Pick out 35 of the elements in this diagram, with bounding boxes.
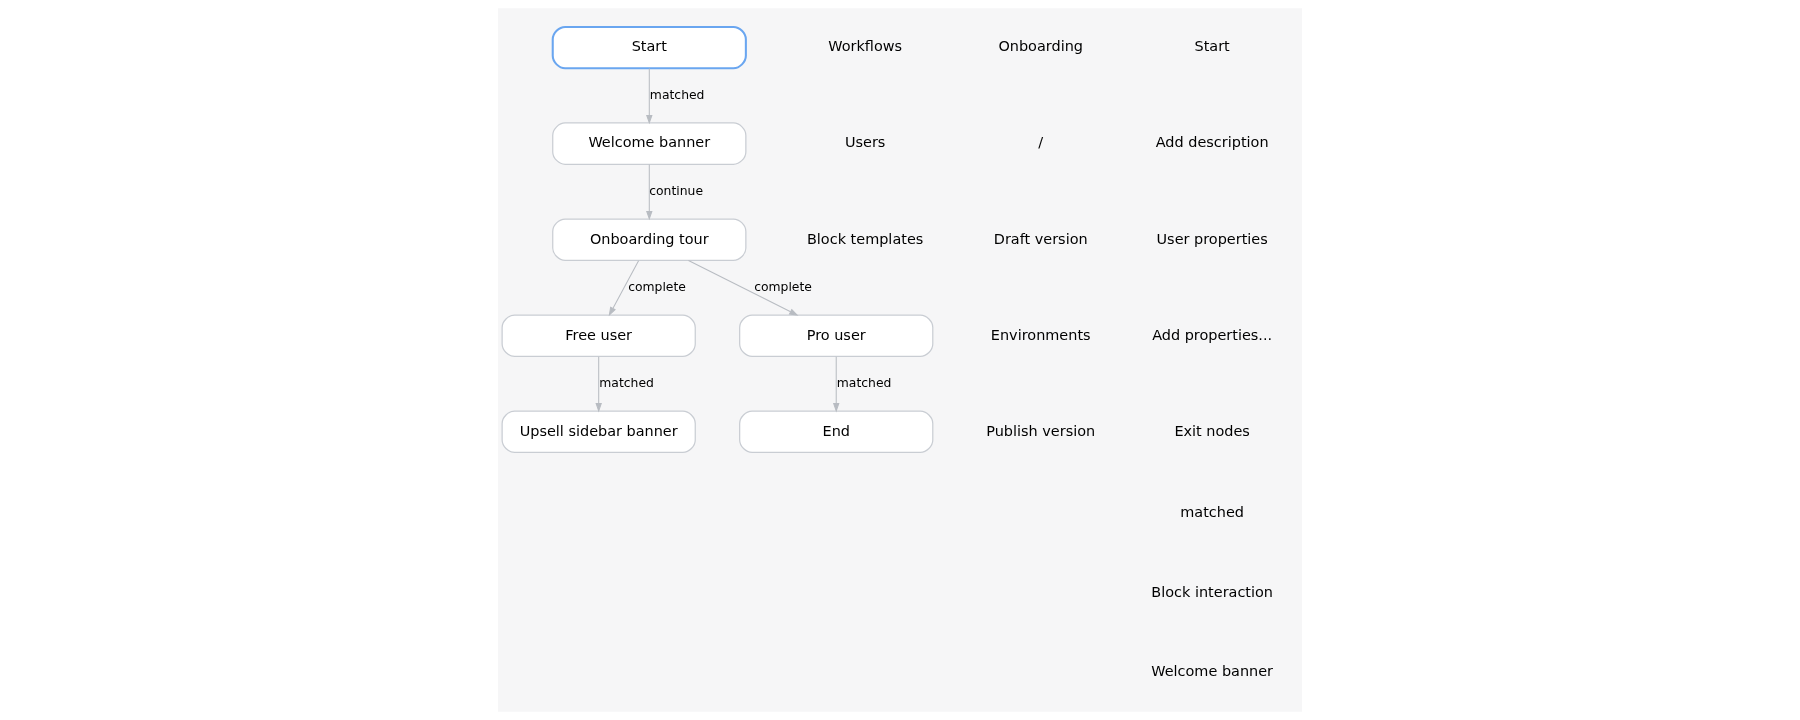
edge-label: matched	[599, 374, 654, 390]
label: Publish version	[986, 422, 1096, 439]
arrow	[646, 164, 653, 221]
arrow	[608, 260, 640, 317]
label: matched	[1180, 504, 1245, 521]
edge-label: matched	[836, 374, 892, 390]
node-box: Onboarding tour	[552, 218, 747, 261]
label: User properties	[1156, 230, 1268, 247]
label: Onboarding	[998, 38, 1083, 55]
label: /	[1038, 134, 1044, 151]
arrow	[832, 356, 840, 413]
label: Add properties...	[1152, 326, 1273, 343]
node-box: End	[739, 410, 934, 454]
label: Block interaction	[1151, 583, 1274, 600]
edge-label: continue	[649, 182, 704, 198]
label: Draft version	[993, 230, 1088, 247]
arrow	[595, 356, 602, 413]
label: Users	[844, 134, 886, 151]
edge-label: matched	[649, 86, 705, 102]
arrow	[687, 259, 799, 316]
label: Start	[1194, 38, 1230, 55]
node-box: Upsell sidebar banner	[501, 410, 696, 454]
node-box: Pro user	[739, 314, 934, 357]
label: Add description	[1155, 134, 1269, 151]
edge-label: complete	[628, 278, 686, 294]
edge-label: complete	[754, 278, 812, 294]
label: Workflows	[828, 38, 903, 55]
label: Exit nodes	[1174, 422, 1250, 439]
node-box: Start	[551, 25, 747, 70]
arrow	[646, 68, 653, 125]
label: Welcome banner	[1151, 663, 1274, 680]
node-box: Free user	[501, 314, 696, 357]
label: Block templates	[806, 230, 924, 247]
node-box: Welcome banner	[552, 122, 747, 165]
label: Environments	[990, 326, 1091, 343]
